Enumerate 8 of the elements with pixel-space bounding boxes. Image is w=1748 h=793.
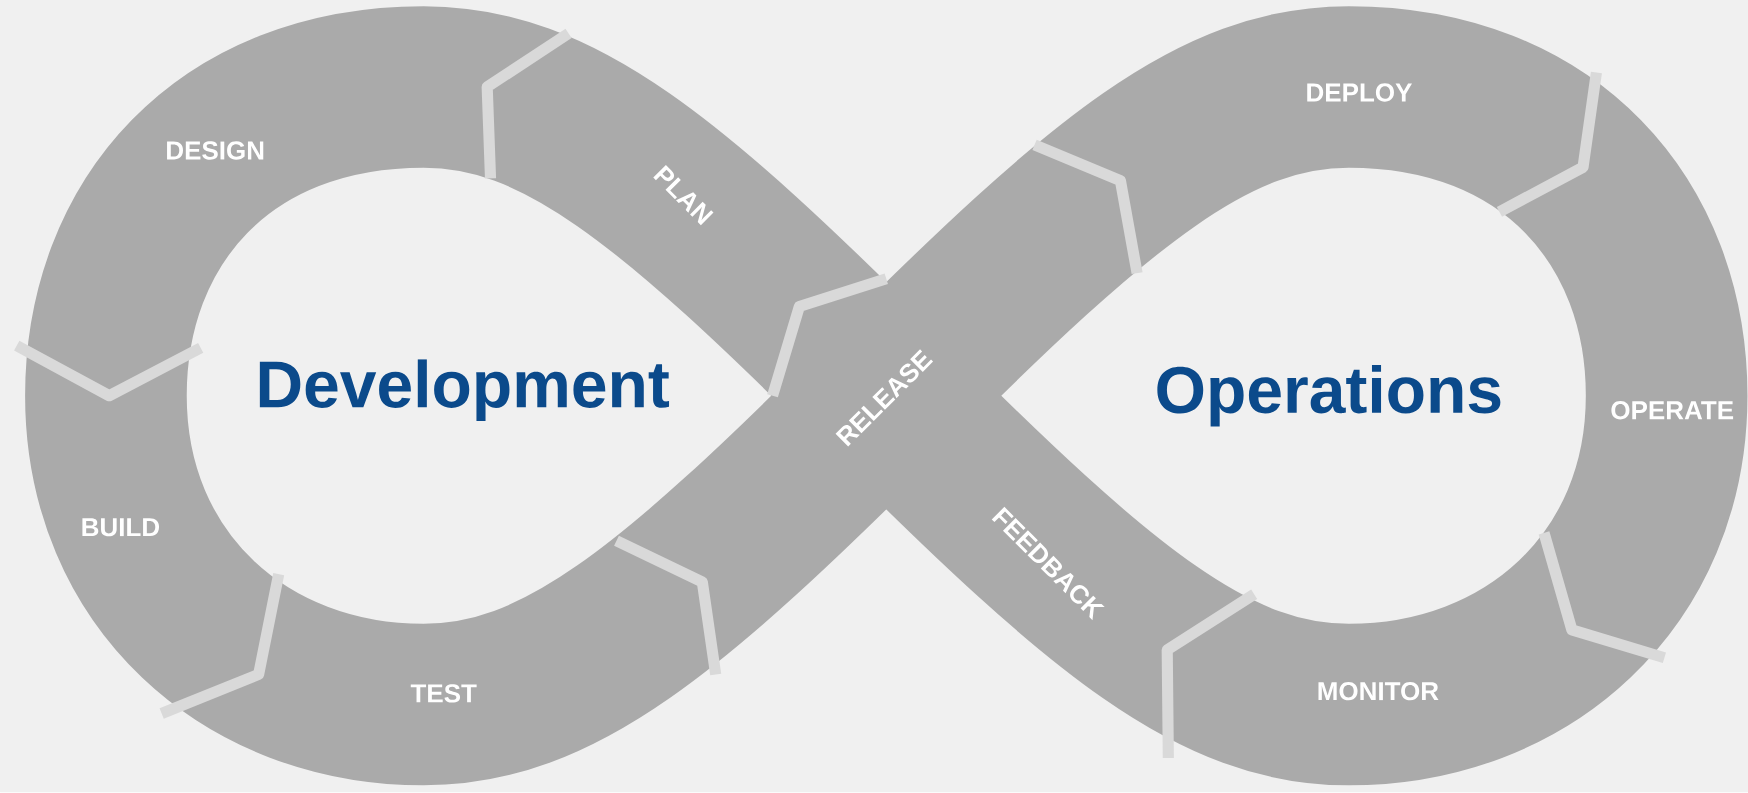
stage-label: DEPLOY — [1307, 83, 1412, 102]
stage-label: DESIGN — [167, 141, 264, 160]
loop-title: Development — [259, 359, 670, 422]
stage-label: OPERATE — [1611, 401, 1734, 420]
stage-label: BUILD — [82, 518, 160, 537]
stage-label: MONITOR — [1318, 682, 1439, 701]
stage-label: TEST — [410, 684, 477, 703]
loop-title: Operations — [1157, 365, 1501, 427]
